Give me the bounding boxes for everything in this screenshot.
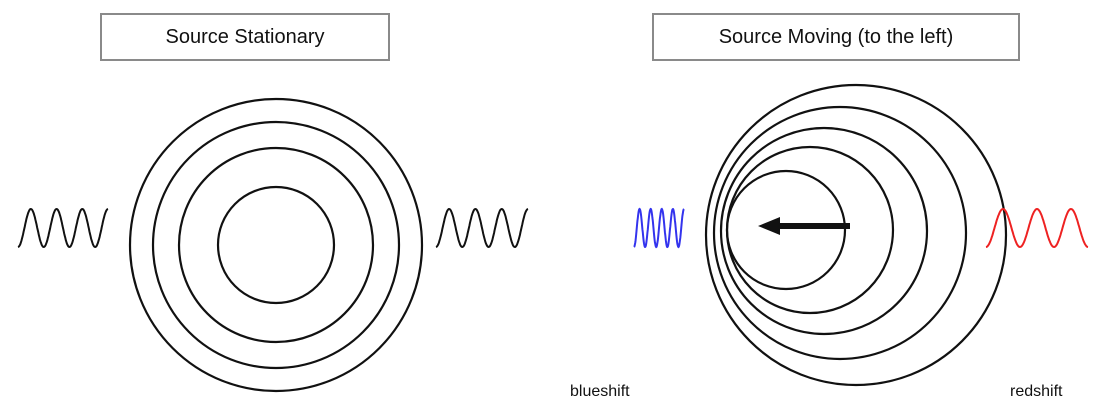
blueshift-wave <box>633 207 685 249</box>
redshift-wave <box>985 207 1089 249</box>
wavefront-circle <box>177 146 375 344</box>
stationary-title: Source Stationary <box>165 25 325 48</box>
wavefront-circle <box>128 97 424 393</box>
wavefront-circle <box>216 185 336 305</box>
redshift-caption: redshift <box>1010 383 1063 400</box>
stationary-wavefronts <box>128 97 424 393</box>
emitted-wave-right <box>435 207 529 249</box>
left-arrow-icon <box>758 217 850 235</box>
blueshift-caption: blueshift <box>570 383 630 400</box>
moving-title-box: Source Moving (to the left) <box>652 13 1020 61</box>
wavefront-circle <box>725 169 847 291</box>
wavefront-circle <box>712 105 968 361</box>
wavefront-circle <box>151 120 401 370</box>
wavefront-circle <box>704 83 1008 387</box>
moving-title: Source Moving (to the left) <box>718 25 954 48</box>
wavefront-circle <box>725 145 895 315</box>
moving-wavefronts <box>704 83 1008 387</box>
emitted-wave-left <box>17 207 109 249</box>
wavefront-circle <box>719 126 929 336</box>
stationary-title-box: Source Stationary <box>100 13 390 61</box>
